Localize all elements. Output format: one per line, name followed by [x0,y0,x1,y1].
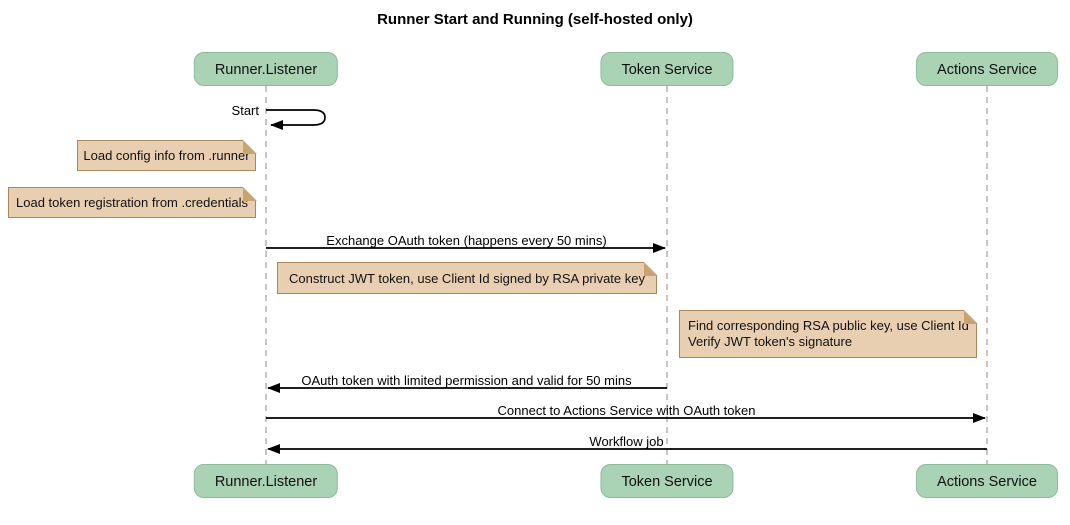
actor-actions-service-bottom: Actions Service [916,464,1058,498]
note-text-line2: Verify JWT token's signature [688,334,853,349]
note-fold-icon [643,261,658,276]
note-fold-icon [242,186,257,201]
diagram-title: Runner Start and Running (self-hosted on… [377,11,693,28]
note-construct-jwt: Construct JWT token, use Client Id signe… [277,261,658,294]
note-text: Load token registration from .credential… [16,195,248,210]
actor-runner-listener-bottom: Runner.Listener [193,464,339,498]
note-text: Load config info from .runner [83,148,250,163]
note-fold-icon [963,309,978,324]
note-verify-jwt: Find corresponding RSA public key, use C… [679,309,978,358]
actor-token-service-bottom: Token Service [600,464,734,498]
note-fold-icon [242,139,257,154]
message-label-exchange-oauth: Exchange OAuth token (happens every 50 m… [326,233,607,248]
note-text: Construct JWT token, use Client Id signe… [289,270,645,286]
message-label-start: Start [231,103,259,118]
actor-actions-service-top: Actions Service [916,52,1058,86]
self-message-start-arrow [266,109,326,130]
message-label-oauth-return: OAuth token with limited permission and … [301,373,632,388]
note-load-token-registration: Load token registration from .credential… [8,186,257,218]
message-label-workflow-job: Workflow job [589,434,664,449]
actor-runner-listener-top: Runner.Listener [193,52,339,86]
actor-token-service-top: Token Service [600,52,734,86]
note-text-line1: Find corresponding RSA public key, use C… [688,318,969,333]
message-label-connect-actions: Connect to Actions Service with OAuth to… [497,403,756,418]
note-load-config: Load config info from .runner [77,139,257,171]
